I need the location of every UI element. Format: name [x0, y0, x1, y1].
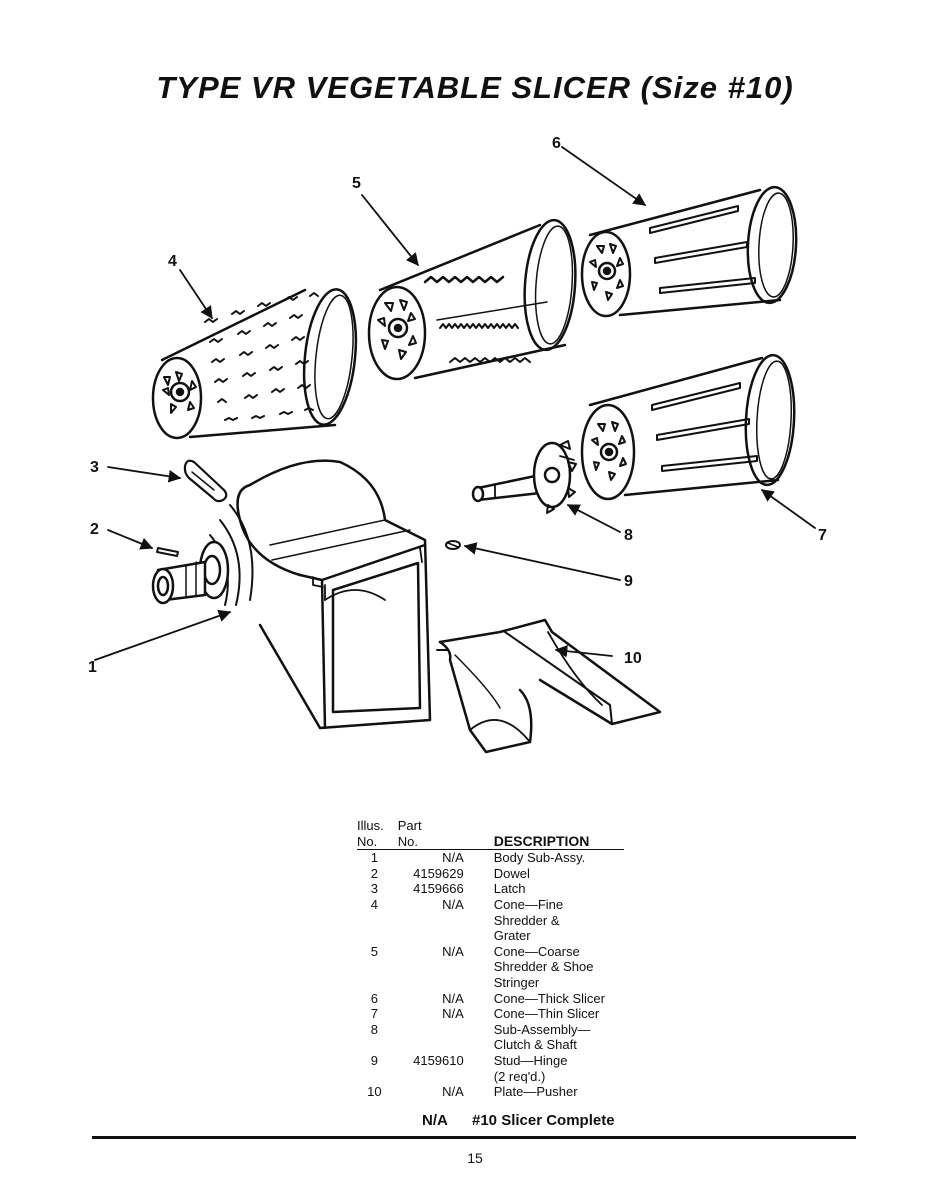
cone-coarse-shredder-part — [367, 218, 577, 381]
dowel-part — [156, 547, 179, 557]
part-no-cell: N/A — [442, 896, 464, 912]
callout-7: 7 — [818, 527, 827, 544]
clutch-shaft-part — [471, 440, 577, 514]
table-row: 6 N/A Cone—Thick Slicer — [357, 991, 624, 1007]
table-row: 9 4159610 Stud—Hinge (2 req'd.) — [357, 1053, 624, 1084]
complete-description: #10 Slicer Complete — [472, 1112, 615, 1129]
callout-leaders — [94, 146, 816, 661]
exploded-parts-diagram: 1 2 3 4 5 6 7 8 9 10 — [88, 135, 827, 754]
illus-no-cell: 7 — [370, 1006, 378, 1022]
callout-2: 2 — [90, 521, 99, 538]
table-row: 8 Sub-Assembly— Clutch & Shaft — [357, 1022, 624, 1053]
complete-part-no: N/A — [422, 1112, 448, 1129]
part-no-cell: N/A — [442, 1084, 464, 1100]
page-number: 15 — [467, 1150, 483, 1166]
part-no-cell: N/A — [442, 850, 464, 866]
description-cell: Latch — [493, 881, 526, 897]
table-row: 4 N/A Cone—Fine Shredder & Grater — [357, 897, 624, 944]
callout-4: 4 — [168, 253, 177, 270]
description-cell: Cone—Thin Slicer — [493, 1006, 600, 1022]
table-row: 2 4159629 Dowel — [357, 866, 624, 882]
table-row: 3 4159666 Latch — [357, 881, 624, 897]
part-no-cell — [392, 1022, 478, 1053]
description-cell: Plate—Pusher — [493, 1084, 578, 1100]
cone-thin-slicer-part — [580, 353, 796, 501]
illus-no-cell: 8 — [370, 1021, 378, 1037]
table-row: 7 N/A Cone—Thin Slicer — [357, 1006, 624, 1022]
table-row: 1 N/A Body Sub-Assy. — [357, 850, 624, 866]
description-cell: Cone—Fine Shredder & Grater — [493, 896, 564, 944]
illus-no-cell: 10 — [367, 1084, 382, 1100]
callout-6: 6 — [552, 135, 561, 152]
part-no-cell: 4159666 — [413, 881, 464, 897]
footer-rule — [92, 1136, 856, 1139]
callout-8: 8 — [624, 527, 633, 544]
callout-9: 9 — [624, 573, 633, 590]
description-cell: Cone—Thick Slicer — [493, 990, 605, 1006]
cone-fine-shredder-part — [151, 288, 358, 440]
part-no-cell: N/A — [442, 943, 464, 959]
part-no-cell: N/A — [442, 1006, 464, 1022]
description-cell: Stud—Hinge (2 req'd.) — [493, 1052, 568, 1084]
body-sub-assembly-part — [151, 459, 432, 730]
parts-list-header: Illus. No. Part No. DESCRIPTION — [357, 818, 624, 851]
illus-no-header: Illus. No. — [357, 818, 392, 851]
illus-no-cell: 5 — [370, 943, 378, 959]
pusher-plate-part — [436, 618, 662, 754]
illus-no-cell: 3 — [370, 881, 378, 897]
table-row: 5 N/A Cone—Coarse Shredder & Shoe Stringer — [357, 944, 624, 991]
part-no-cell: N/A — [442, 990, 464, 1006]
illus-no-cell: 1 — [370, 850, 378, 866]
part-no-header: Part No. — [391, 818, 478, 851]
page-title: TYPE VR VEGETABLE SLICER (Size #10) — [156, 70, 794, 105]
callout-5: 5 — [352, 175, 361, 192]
hinge-stud-part — [445, 540, 461, 550]
description-cell: Body Sub-Assy. — [493, 850, 586, 866]
description-cell: Dowel — [493, 865, 530, 881]
cone-thick-slicer-part — [580, 185, 798, 318]
callout-3: 3 — [90, 459, 99, 476]
part-no-cell: 4159610 — [413, 1052, 464, 1068]
latch-part — [183, 459, 228, 503]
callout-1: 1 — [88, 659, 97, 676]
illus-no-cell: 4 — [370, 896, 378, 912]
description-header: DESCRIPTION — [477, 818, 624, 851]
illus-no-cell: 6 — [370, 990, 378, 1006]
callout-10: 10 — [624, 650, 642, 667]
part-no-cell: 4159629 — [413, 865, 464, 881]
table-row: 10 N/A Plate—Pusher — [357, 1084, 624, 1100]
description-cell: Sub-Assembly— Clutch & Shaft — [493, 1021, 591, 1053]
description-cell: Cone—Coarse Shredder & Shoe Stringer — [493, 943, 594, 990]
illus-no-cell: 9 — [370, 1052, 378, 1068]
illus-no-cell: 2 — [370, 865, 378, 881]
